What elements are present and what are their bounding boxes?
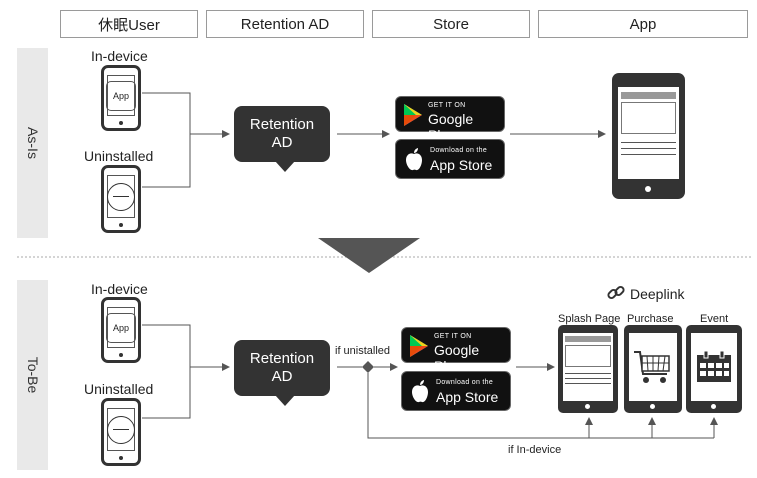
- splash-page-label: Splash Page: [558, 313, 621, 325]
- if-in-device-label: if In-device: [508, 444, 562, 456]
- as-is-google-play-badge[interactable]: GET IT ON Google Play: [395, 96, 505, 143]
- as-is-retention-ad: Retention AD: [234, 106, 330, 162]
- to-be-uninstalled-label: Uninstalled: [84, 381, 154, 397]
- to-be-retention-ad: Retention AD: [234, 340, 330, 396]
- decision-diamond: [362, 361, 374, 373]
- to-be-google-play-badge[interactable]: GET IT ON Google Play: [401, 327, 511, 374]
- as-is-uninstalled-label: Uninstalled: [84, 148, 154, 164]
- retention-label-line2: AD: [271, 134, 293, 151]
- as-is-phone-uninstalled: [101, 165, 141, 233]
- to-be-phone-in-device: App: [101, 297, 141, 363]
- transition-arrow-icon: [318, 238, 420, 273]
- to-be-app-store-badge[interactable]: Download on the App Store: [401, 371, 511, 411]
- purchase-label: Purchase: [627, 313, 674, 325]
- event-phone: [686, 325, 742, 413]
- apple-icon: [412, 380, 428, 403]
- header-user: 休眠User: [60, 10, 198, 38]
- to-be-phone-uninstalled: [101, 398, 141, 466]
- as-is-phone-in-device: App: [101, 65, 141, 131]
- as-is-in-device-label: In-device: [91, 48, 148, 64]
- as-is-app-phone: [612, 73, 685, 199]
- calendar-icon: [697, 351, 731, 382]
- retention-label-line1: Retention: [249, 350, 315, 367]
- as-is-merge-line: [142, 92, 191, 188]
- google-play-icon: [404, 104, 422, 126]
- if-uninstalled-label: if unistalled: [335, 345, 391, 357]
- section-to-be: To-Be: [17, 280, 48, 470]
- in-device-path: [367, 373, 714, 439]
- retention-label-line1: Retention: [249, 116, 315, 133]
- header-store: Store: [372, 10, 530, 38]
- app-icon: App: [106, 80, 136, 111]
- to-be-in-device-label: In-device: [91, 281, 148, 297]
- as-is-app-store-badge[interactable]: Download on the App Store: [395, 139, 505, 179]
- link-icon: [607, 285, 625, 300]
- apple-icon: [406, 148, 422, 171]
- header-app: App: [538, 10, 748, 38]
- splash-page-phone: [558, 325, 618, 413]
- google-play-icon: [410, 335, 428, 357]
- to-be-merge-line: [142, 324, 191, 419]
- empty-slot-icon: [107, 415, 135, 444]
- header-retention-ad: Retention AD: [206, 10, 364, 38]
- deeplink-label: Deeplink: [630, 286, 685, 302]
- section-as-is: As-Is: [17, 48, 48, 238]
- to-be-bubble-tail: [275, 395, 295, 406]
- event-label: Event: [700, 313, 729, 325]
- retention-label-line2: AD: [271, 368, 293, 385]
- cart-icon: [634, 351, 670, 383]
- as-is-bubble-tail: [275, 161, 295, 172]
- purchase-phone: [624, 325, 682, 413]
- empty-slot-icon: [107, 182, 135, 211]
- app-icon: App: [106, 312, 136, 343]
